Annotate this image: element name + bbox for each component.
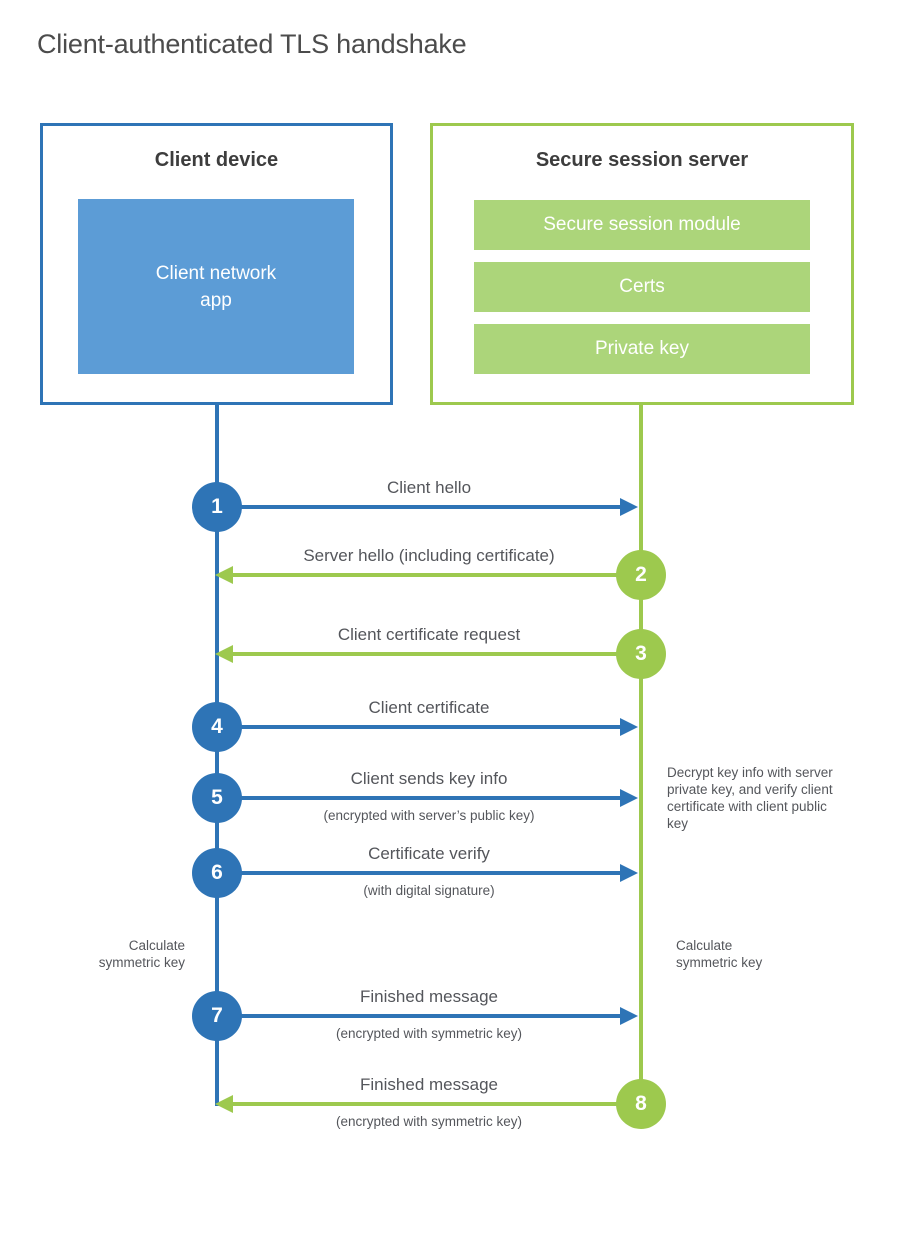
arrowhead-right-icon [620,498,638,516]
step-number-badge: 4 [192,702,242,752]
step-sublabel: (encrypted with symmetric key) [335,1026,523,1041]
step-label: Server hello (including certificate) [303,546,555,565]
page-title: Client-authenticated TLS handshake [37,29,467,59]
calculate-symmetric-key-note-client: Calculate symmetric key [98,938,185,970]
step-number: 6 [211,861,223,884]
step-number-badge: 3 [616,629,666,679]
step-label: Finished message [360,1075,498,1094]
client-network-app-box: Client network app [78,199,354,374]
step-label: Client certificate request [337,625,521,644]
step-number: 4 [211,715,223,738]
arrowhead-left-icon [215,566,233,584]
arrowhead-right-icon [620,1007,638,1025]
arrowhead-right-icon [620,864,638,882]
step-label: Finished message [360,987,498,1006]
step-number: 7 [211,1004,223,1027]
step-number: 1 [211,495,223,518]
arrow-shaft [217,725,621,729]
calculate-symmetric-key-note-server: Calculate symmetric key [676,938,763,970]
arrowhead-right-icon [620,718,638,736]
decrypt-key-note: Decrypt key info with server private key… [667,765,833,831]
server-module-certs: Certs [474,262,810,312]
arrow-shaft [233,652,641,656]
arrow-shaft [233,573,641,577]
secure-session-server-title: Secure session server [535,149,749,171]
server-module-secure-session: Secure session module [474,200,810,250]
arrowhead-left-icon [215,645,233,663]
step-number-badge: 8 [616,1079,666,1129]
arrow-shaft [217,1014,621,1018]
step-number-badge: 1 [192,482,242,532]
step-number: 5 [211,786,223,809]
step-number: 8 [635,1092,647,1115]
arrow-shaft [233,1102,641,1106]
arrow-shaft [217,505,621,509]
step-number-badge: 5 [192,773,242,823]
step-label: Client hello [386,478,472,497]
arrow-shaft [217,796,621,800]
step-number-badge: 2 [616,550,666,600]
step-label: Client sends key info [350,769,508,788]
step-number-badge: 7 [192,991,242,1041]
step-sublabel: (with digital signature) [363,883,495,898]
server-lifeline [639,405,643,1104]
client-device-title: Client device [154,149,279,171]
client-lifeline [215,405,219,1106]
step-sublabel: (encrypted with server’s public key) [323,808,535,823]
step-label: Certificate verify [368,844,490,863]
arrowhead-left-icon [215,1095,233,1113]
step-label: Client certificate [368,698,490,717]
step-number: 3 [635,642,647,665]
arrow-shaft [217,871,621,875]
step-number-badge: 6 [192,848,242,898]
step-sublabel: (encrypted with symmetric key) [335,1114,523,1129]
server-module-private-key: Private key [474,324,810,374]
arrowhead-right-icon [620,789,638,807]
step-number: 2 [635,563,647,586]
